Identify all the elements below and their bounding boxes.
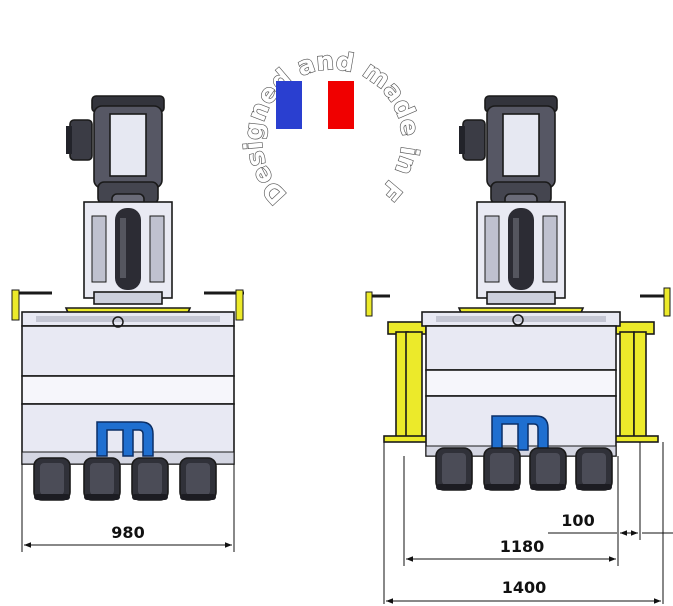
- french-flag-icon: [276, 81, 354, 129]
- outrigger-left: [365, 291, 429, 443]
- dimension-label-980: 980: [111, 523, 144, 542]
- dimension-label-1180: 1180: [500, 537, 545, 556]
- svg-text:Designed and made in France: Designed and made in France: [0, 0, 425, 210]
- manufacturer-logo-left: [96, 421, 154, 457]
- dimension-label-1400: 1400: [502, 578, 547, 597]
- left-machine-view: 980: [11, 95, 244, 552]
- dimension-label-100: 100: [561, 511, 594, 530]
- manufacturer-logo-right: [491, 415, 549, 451]
- seal-text: Designed and made in France: [0, 0, 426, 211]
- outrigger-right: [613, 287, 671, 443]
- designed-in-france-seal: Designed and made in France: [0, 0, 426, 211]
- right-machine-view: 100 1180 1400: [365, 95, 673, 604]
